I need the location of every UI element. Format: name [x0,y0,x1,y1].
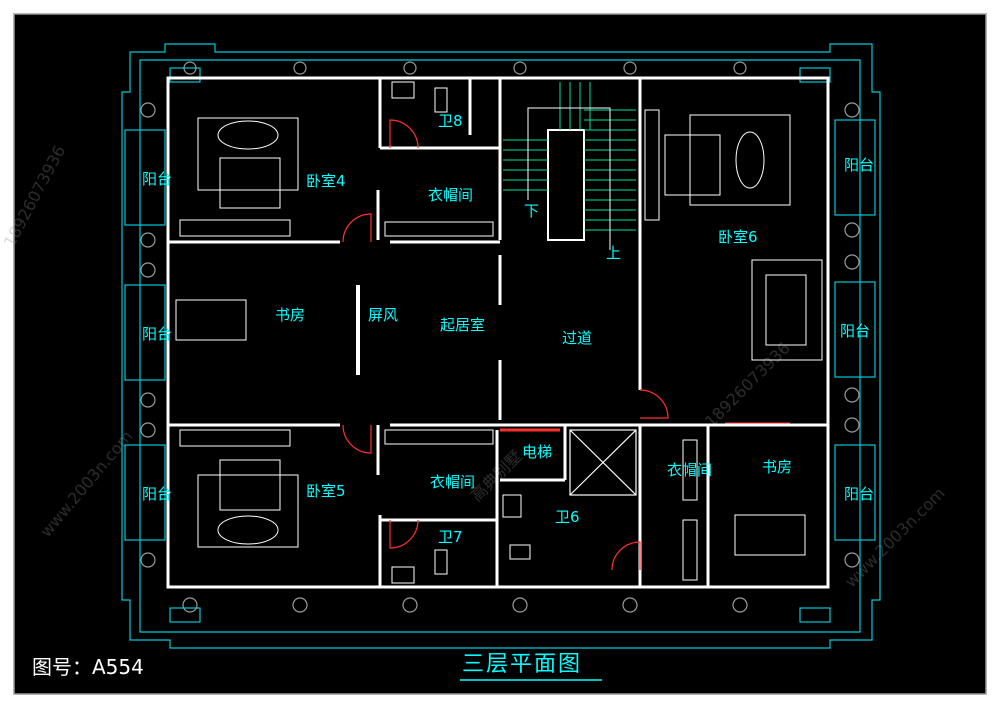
label-balcony-right-top: 阳台 [844,156,874,174]
label-bath8: 卫8 [438,112,463,130]
label-bath6: 卫6 [555,508,580,526]
drawing-number: 图号：A554 [32,655,144,679]
staircase [503,82,636,250]
label-bedroom6: 卧室6 [718,228,758,246]
plan-title: 三层平面图 [462,652,582,677]
label-balcony-left-mid: 阳台 [142,325,172,343]
building-outline [121,43,881,649]
label-stair-up: 上 [606,244,621,262]
column-markers [140,61,860,613]
label-wardrobe-top: 衣帽间 [428,186,473,204]
label-balcony-left-bot: 阳台 [142,485,172,503]
label-study-right: 书房 [762,458,792,476]
label-bedroom4: 卧室4 [306,172,346,190]
label-elevator: 电梯 [522,443,552,461]
door-swings [342,119,669,571]
label-screen: 屏风 [368,306,398,324]
label-bath7: 卫7 [438,528,463,546]
label-wardrobe-bottom: 衣帽间 [430,473,475,491]
label-corridor: 过道 [562,329,592,347]
label-balcony-left-top: 阳台 [142,170,172,188]
label-wardrobe-right: 衣帽间 [667,461,712,479]
label-study-left: 书房 [275,306,305,324]
furniture [175,81,823,584]
label-balcony-right-bot: 阳台 [844,485,874,503]
label-bedroom5: 卧室5 [306,482,346,500]
elevator-shaft [569,429,637,496]
label-stair-down: 下 [524,202,539,220]
label-balcony-right-mid: 阳台 [840,322,870,340]
label-living: 起居室 [440,316,485,334]
room-labels: 卧室4 衣帽间 卫8 下 上 卧室6 阳台 阳台 阳台 阳台 阳台 阳台 书房 … [142,112,874,546]
